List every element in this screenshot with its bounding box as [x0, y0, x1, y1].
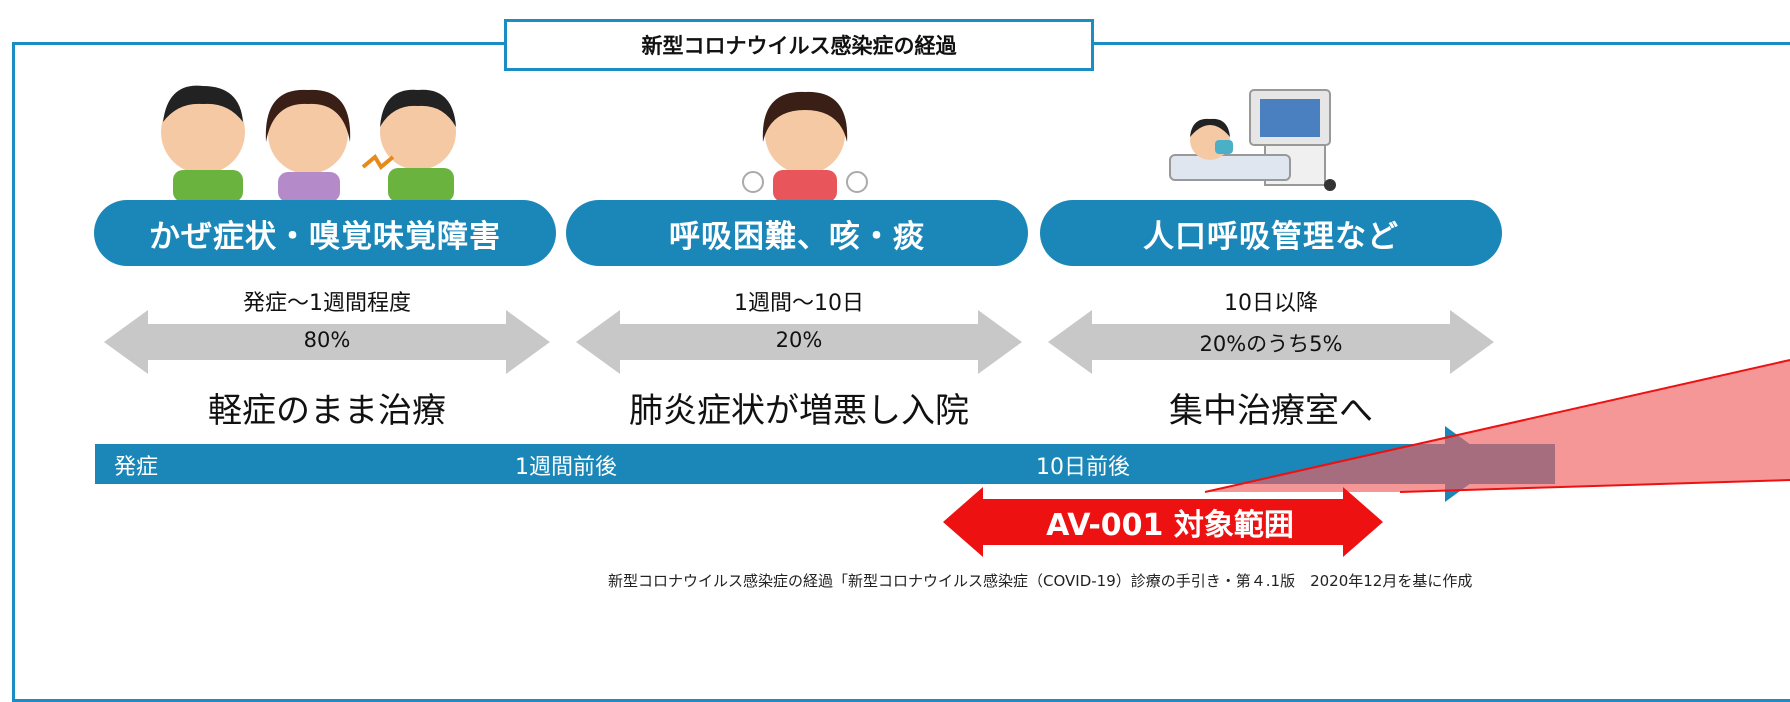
stage-2-label: 呼吸困難、咳・痰 — [566, 200, 1028, 266]
timeline-late-label: 10日前後 — [1036, 455, 1130, 480]
ventilator-illustration — [1169, 89, 1336, 191]
stage-1-percent: 80% — [303, 328, 351, 352]
target-range-label: AV-001 対象範囲 — [1046, 508, 1294, 543]
stage-1-outcome: 軽症のまま治療 — [208, 391, 446, 431]
diagram-title: 新型コロナウイルス感染症の経過 — [504, 19, 1094, 71]
stage-3-outcome: 集中治療室へ — [1169, 391, 1373, 431]
stage-2-outcome: 肺炎症状が増悪し入院 — [629, 391, 969, 431]
source-footnote: 新型コロナウイルス感染症の経過「新型コロナウイルス感染症（COVID-19）診療… — [608, 572, 1473, 590]
stage-3-period: 10日以降 — [1224, 291, 1318, 316]
stage-1-period: 発症〜1週間程度 — [243, 291, 411, 316]
stage-3-label: 人口呼吸管理など — [1040, 200, 1502, 266]
stage-2-percent: 20% — [775, 328, 823, 352]
stage-1-arrow — [104, 310, 550, 374]
stage-2-arrow — [576, 310, 1022, 374]
timeline-start-label: 発症 — [114, 455, 159, 480]
stage-3-percent: 20%のうち5% — [1199, 332, 1343, 356]
stage-2-period: 1週間〜10日 — [734, 291, 864, 316]
cold-symptoms-illustration — [161, 85, 456, 202]
breathing-difficulty-illustration — [742, 91, 868, 202]
stage-3-arrow — [1048, 310, 1494, 374]
timeline-mid-label: 1週間前後 — [515, 455, 617, 480]
stage-1-label: かぜ症状・嗅覚味覚障害 — [94, 200, 556, 266]
target-range-arrow — [943, 487, 1383, 557]
zoom-wedge — [1204, 359, 1790, 493]
